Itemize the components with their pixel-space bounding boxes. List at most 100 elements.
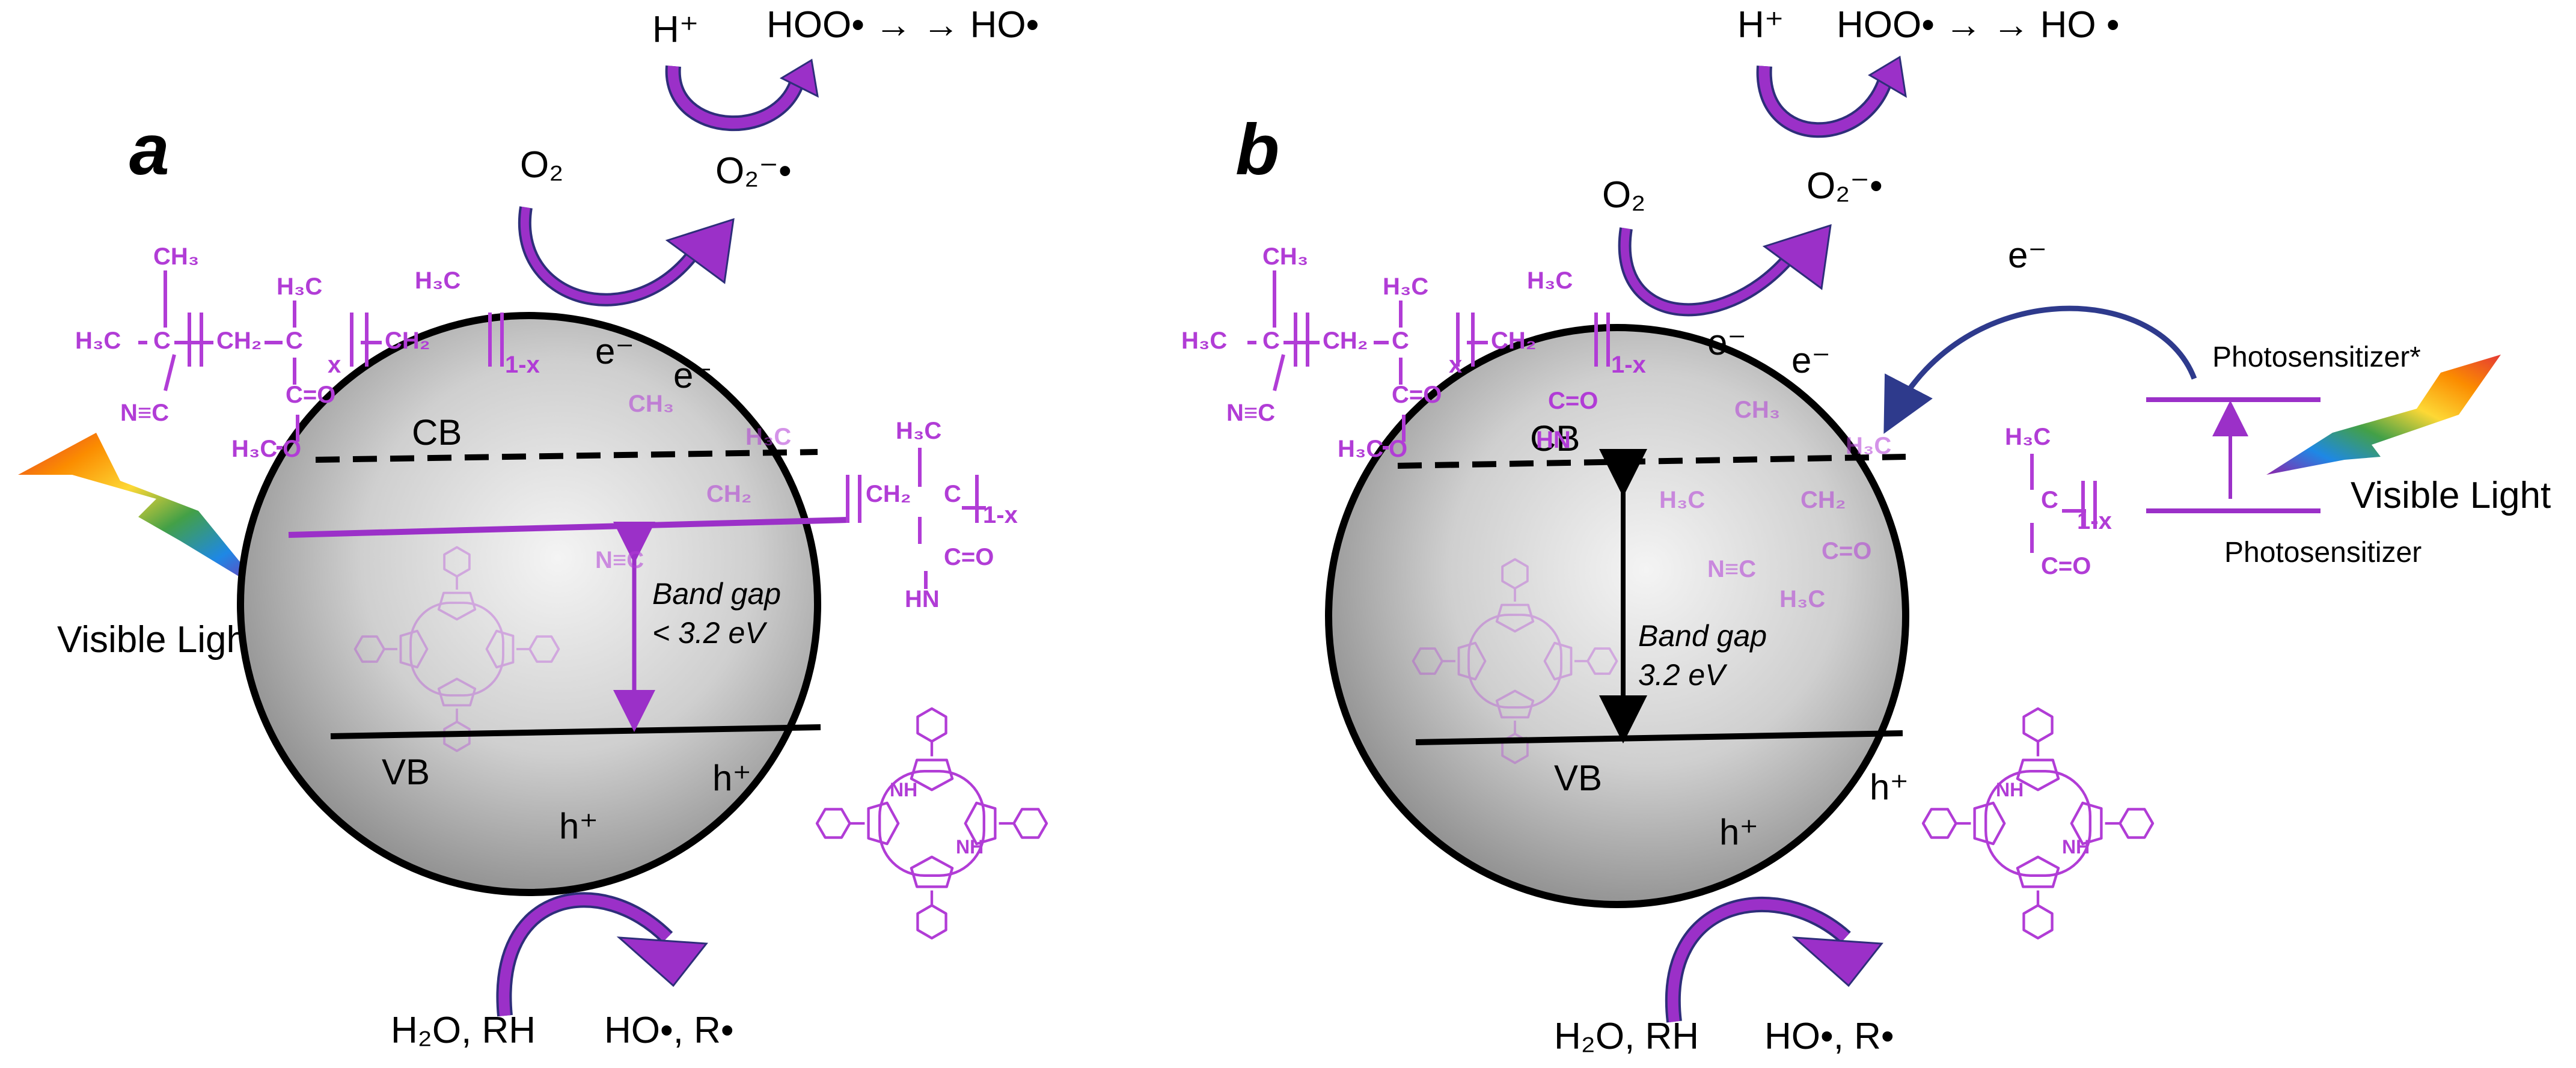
svg-text:H₃C: H₃C <box>1181 328 1227 354</box>
panel-b-e-transfer: e⁻ <box>2008 235 2047 275</box>
panel-a-porphyrin <box>817 709 1047 938</box>
svg-text:CH₂: CH₂ <box>1323 328 1368 354</box>
panel-a-cb-line <box>315 449 818 463</box>
panel-a-cb: CB <box>412 412 462 453</box>
panel-a-h1: h⁺ <box>712 758 751 798</box>
svg-text:C=O: C=O <box>944 544 994 570</box>
panel-a-bottom-right: HO•, R• <box>604 1010 734 1051</box>
panel-a-vb: VB <box>382 752 430 792</box>
panel-b-photosensitizer-excited: Photosensitizer* <box>2212 341 2421 373</box>
svg-text:CH₂: CH₂ <box>385 328 430 354</box>
panel-b-ring-nh2: NH <box>2062 836 2090 858</box>
svg-text:CH₃: CH₃ <box>1734 397 1780 423</box>
panel-a-visible-light: Visible Light <box>57 619 257 661</box>
panel-a-letter: a <box>129 109 170 190</box>
svg-text:1-x: 1-x <box>983 502 1018 528</box>
panel-b-bottom-left: H₂O, RH <box>1554 1016 1699 1057</box>
panel-a-ring-nh1: NH <box>890 779 917 801</box>
panel-a: a H⁺ HOO• → → HO• O₂ O₂⁻• Visible Light … <box>18 4 1047 1051</box>
svg-text:x: x <box>328 352 341 378</box>
svg-text:H₃C: H₃C <box>2005 424 2051 450</box>
panel-a-ring-nh2: NH <box>956 836 984 858</box>
panel-a-porphyrin-level <box>288 517 848 538</box>
panel-a-o2: O₂ <box>520 144 563 186</box>
panel-b: b H⁺ HOO• → → HO • O₂ O₂⁻• CB VB e⁻ e⁻ h… <box>1181 4 2551 1057</box>
panel-a-band-gap-l1: Band gap <box>652 577 781 611</box>
panel-a-light-bolt-icon <box>18 433 265 592</box>
svg-text:H₃C: H₃C <box>745 424 791 450</box>
panel-b-superoxide: O₂⁻• <box>1807 165 1883 207</box>
panel-b-band-gap-l1: Band gap <box>1638 619 1767 653</box>
svg-text:CH₂: CH₂ <box>866 481 911 507</box>
svg-text:CH₂: CH₂ <box>1491 328 1537 354</box>
svg-text:C=O: C=O <box>1392 382 1442 408</box>
svg-text:CH₂: CH₂ <box>706 481 752 507</box>
panel-a-o2-arrow <box>518 206 700 307</box>
svg-text:C=O: C=O <box>2041 553 2091 579</box>
panel-b-visible-light: Visible Light <box>2351 475 2551 516</box>
panel-a-polymer-right: CH₃ H₃C CH₂ N≡C H₃C CH₂ C 1-x C=O HN <box>595 391 1018 612</box>
panel-a-e2: e⁻ <box>673 355 712 395</box>
svg-text:C=O: C=O <box>1822 538 1871 564</box>
svg-text:HN: HN <box>1536 427 1571 453</box>
panel-b-cb-line <box>1397 454 1906 469</box>
panel-b-e-transfer-arrow <box>1883 305 2197 434</box>
svg-text:C=O: C=O <box>286 382 335 408</box>
panel-b-e2: e⁻ <box>1791 340 1831 380</box>
panel-a-top-h: H⁺ <box>652 9 699 50</box>
svg-text:H₃C: H₃C <box>277 273 322 300</box>
panel-a-superoxide: O₂⁻• <box>715 150 792 192</box>
panel-b-porphyrin <box>1923 709 2153 938</box>
svg-text:CH₃: CH₃ <box>628 391 674 417</box>
svg-text:C: C <box>1262 328 1280 354</box>
panel-b-bottom-right: HO•, R• <box>1764 1016 1894 1057</box>
panel-b-particle <box>1325 324 1909 908</box>
panel-b-e1: e⁻ <box>1707 322 1746 362</box>
svg-text:C: C <box>944 481 961 507</box>
panel-a-e1: e⁻ <box>595 331 634 371</box>
svg-text:H₃C: H₃C <box>1383 273 1428 300</box>
svg-text:N≡C: N≡C <box>1226 400 1275 426</box>
svg-text:CH₃: CH₃ <box>153 243 199 270</box>
svg-text:H₃C: H₃C <box>1846 433 1891 459</box>
svg-text:N≡C: N≡C <box>120 400 169 426</box>
svg-text:H₃C: H₃C <box>1338 436 1383 462</box>
svg-text:H₃C: H₃C <box>896 418 941 444</box>
panel-a-bottom-left: H₂O, RH <box>391 1010 536 1051</box>
panel-b-polymer-right: CH₃ H₃C CH₂ H₃C N≡C C=O H₃C H₃C C 1-x C=… <box>1659 397 2112 612</box>
svg-text:1-x: 1-x <box>505 352 540 378</box>
svg-text:C: C <box>1392 328 1409 354</box>
panel-a-particle <box>237 312 821 896</box>
svg-text:C: C <box>153 328 171 354</box>
panel-b-band-gap-l2: 3.2 eV <box>1638 658 1728 692</box>
svg-text:CH₂: CH₂ <box>216 328 262 354</box>
panel-b-photosensitizer: Photosensitizer <box>2224 537 2422 569</box>
svg-text:HN: HN <box>905 586 940 612</box>
svg-text:CH₃: CH₃ <box>1262 243 1308 270</box>
panel-b-light-bolt-icon <box>2266 355 2501 475</box>
svg-text:CH₂: CH₂ <box>1800 487 1846 513</box>
panel-a-top-chain: HOO• → → HO• <box>766 4 1039 46</box>
svg-text:H₃C: H₃C <box>1779 586 1825 612</box>
svg-text:x: x <box>1449 352 1462 378</box>
panel-b-cb: CB <box>1530 418 1580 459</box>
svg-text:H₃C: H₃C <box>415 267 460 294</box>
panel-b-top-h: H⁺ <box>1737 4 1784 46</box>
panel-b-top-chain: HOO• → → HO • <box>1837 4 2120 46</box>
svg-text:N≡C: N≡C <box>1707 556 1756 582</box>
panel-b-polymer: CH₃ H₃C C N≡C CH₂ C H₃C x C=O H₃C O CH₂ … <box>1181 243 1646 462</box>
panel-a-vb-line <box>330 724 821 739</box>
panel-b-letter: b <box>1235 109 1279 190</box>
panel-b-vb-line <box>1415 730 1903 745</box>
panel-a-h2: h⁺ <box>559 806 598 846</box>
panel-b-ring-nh1: NH <box>1996 779 2024 801</box>
panel-b-h2: h⁺ <box>1719 812 1758 852</box>
svg-text:C=O: C=O <box>1548 388 1598 414</box>
panel-b-o2: O₂ <box>1602 174 1645 216</box>
panel-a-band-gap-l2: < 3.2 eV <box>652 616 768 650</box>
svg-text:H₃C: H₃C <box>231 436 277 462</box>
svg-text:N≡C: N≡C <box>595 547 644 573</box>
svg-text:H₃C: H₃C <box>75 328 121 354</box>
svg-text:C: C <box>286 328 303 354</box>
